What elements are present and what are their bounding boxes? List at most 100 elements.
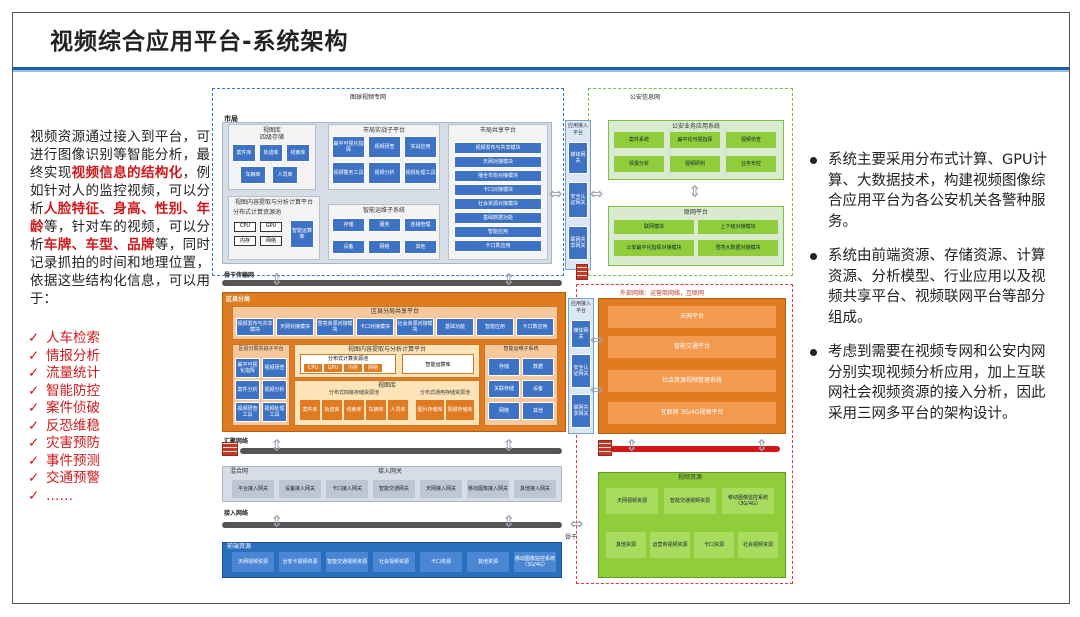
box-title: 视图库: [377, 382, 396, 389]
use-case-label: 交通预警: [46, 470, 100, 486]
district-app-item: 视频研查: [262, 358, 287, 378]
front-resource-item: 智能交通视频资源: [326, 552, 368, 572]
agg-pipe: [240, 448, 562, 454]
use-case-label: 灾害预防: [46, 435, 100, 451]
district-lib-item: 图片存储库: [416, 400, 444, 420]
police-net-item: 联网模块: [614, 220, 694, 234]
intro-text: 等，同时记录抓拍的时间和地理位置，依据这些结构化信息，可以用于：: [30, 237, 210, 307]
box-title: 视图内容提取与分析计算平台: [234, 199, 313, 206]
gateway-item: 媒体网关: [568, 142, 588, 174]
smart-lib: 智能运算库: [290, 220, 314, 248]
city-sup-item: 网络: [368, 240, 401, 254]
police-net-platform: 联网平台: [608, 206, 784, 266]
police-net-item: 雪亮大数据对接模块: [698, 240, 778, 256]
updown-arrow-icon: ⇕: [625, 436, 639, 455]
use-case-item: ✓ 案件侦破: [28, 400, 100, 418]
district-share-item: 社会资源对接模块: [396, 318, 434, 336]
updown-arrow-icon: ⇕: [688, 182, 702, 201]
firewall-icon: [222, 442, 238, 456]
highlight-text: 车牌、车型、品牌: [43, 237, 155, 253]
intro-text: 等，针对车的视频，可以分析: [30, 219, 210, 253]
mid-label: 骨干: [564, 534, 577, 541]
architecture-diagram: 图球视频专网 公安信息网 市局 视图库 四级存储 案件库 轨迹库 线索库 车辆库…: [210, 86, 795, 591]
use-case-list: ✓人车检索✓情报分析✓流量统计✓智能防控✓案件侦破✓反恐维稳✓灾害预防✓事件预测…: [28, 330, 100, 505]
gateway-item: 安全认证网关: [568, 182, 588, 218]
use-case-label: 情报分析: [46, 347, 100, 364]
agg-label: 汇聚网络: [224, 436, 248, 445]
video-net-zone: [212, 88, 564, 276]
updown-arrow-icon: ⇕: [502, 436, 516, 455]
smart-lib: 智能运算库: [402, 354, 474, 374]
box-title: 区县分局实战子平台: [238, 346, 284, 352]
city-app-item: 视频分析: [368, 162, 401, 184]
city-share-item: 社会资源对接模块: [454, 198, 542, 210]
box-title: 公安业务应用系统: [671, 123, 720, 130]
city-share-item: 视频发布与共享模块: [454, 142, 542, 154]
district-share-item: 智能应用: [476, 318, 514, 336]
outer-resource-item: 运营商视频资源: [650, 532, 690, 558]
front-gateway-item: 其他接入网关: [514, 480, 556, 498]
district-share-item: 天网对接模块: [276, 318, 314, 336]
backbone-pipe: [222, 280, 562, 286]
box-title: 区县分局共享平台: [370, 308, 419, 315]
district-sup-item: 设备: [522, 380, 554, 398]
zone-label: 公安信息网: [630, 94, 661, 101]
box-title: 智能运维子系统: [362, 207, 405, 214]
district-app-item: 扁平可视化指挥: [235, 358, 260, 378]
use-case-label: 人车检索: [46, 330, 100, 346]
city-share-item: 智能应用: [454, 226, 542, 238]
city-app-item: 扁平可视化指挥: [332, 136, 365, 158]
highlight-text: 人脸特征、身高、性别、年龄: [30, 201, 210, 235]
box-title: 联网平台: [683, 209, 708, 216]
bidirectional-arrow-icon: ⇔: [549, 184, 563, 203]
updown-arrow-icon: ⇕: [502, 512, 516, 531]
police-app-item: 视频研判: [670, 156, 720, 172]
outer-resource-item: 天网视频资源: [606, 488, 658, 514]
box-title: 视图库: [262, 127, 281, 134]
access-net-label: 接入网络: [224, 510, 249, 517]
district-sup-item: 数据: [522, 358, 554, 376]
outer-item: 互联网 3G/4G视频平台: [608, 402, 776, 424]
city-lib-item: 案件库: [232, 144, 256, 162]
use-case-item: ✓情报分析: [28, 348, 100, 366]
access-pipe: [222, 522, 562, 528]
outer-resource-item: 卡口资源: [694, 532, 734, 558]
box-subtitle: 分布式计算资源池: [233, 209, 282, 216]
front-gateway-item: 智能交通网关: [373, 480, 415, 498]
district-lib-item: 视频存储库: [446, 400, 474, 420]
district-lib-item: 线索库: [344, 400, 364, 420]
city-app-item: 实战应用: [404, 136, 437, 158]
district-app-item: 案件分析: [235, 380, 260, 400]
use-case-item: ✓ 交通预警: [28, 470, 100, 488]
bidirectional-arrow-icon: ⇔: [590, 184, 604, 203]
intro-paragraph: 视频资源通过接入到平台，可进行图像识别等智能分析，最终实现视频信息的结构化，例如…: [30, 128, 210, 308]
updown-arrow-icon: ⇕: [270, 270, 284, 289]
updown-arrow-icon: ⇕: [502, 270, 516, 289]
front-resource-item: 治安卡视频资源: [279, 552, 321, 572]
gateway-item: 联网共享网关: [571, 394, 591, 428]
police-app-item: 情报分析: [614, 156, 664, 172]
city-label: 市局: [224, 115, 238, 123]
city-share-item: 播全市协对接模块: [454, 170, 542, 182]
district-lib-item: 案件库: [300, 400, 320, 420]
box-title: 市局实战子平台: [362, 127, 405, 134]
city-sup-item: 服务: [368, 218, 401, 232]
district-app-item: 视频研查工具: [235, 402, 260, 422]
city-lib-item: 线索库: [286, 144, 310, 162]
district-share-item: 卡口数应用: [516, 318, 554, 336]
front-gateway-item: 天网接入网关: [420, 480, 462, 498]
gateway-item: 媒体网关: [571, 320, 591, 348]
use-case-item: ✓流量统计: [28, 365, 100, 383]
outer-resource-item: 其他资源: [606, 532, 646, 558]
use-case-label: 案件侦破: [46, 400, 100, 416]
check-icon: ✓: [28, 470, 40, 486]
city-app-item: 视频研查: [368, 136, 401, 158]
front-resource-item: 移动图像监控系统（3G/4G）: [514, 552, 556, 572]
district-sup-item: 其他: [522, 402, 554, 420]
use-case-label: ……: [46, 487, 73, 504]
check-icon: ✓: [28, 400, 40, 416]
district-share-item: 基础功能: [436, 318, 474, 336]
front-resource-item: 卡口资源: [420, 552, 462, 572]
backbone-label: 骨干传输网: [224, 272, 255, 279]
use-case-label: 反恐维稳: [46, 417, 100, 434]
